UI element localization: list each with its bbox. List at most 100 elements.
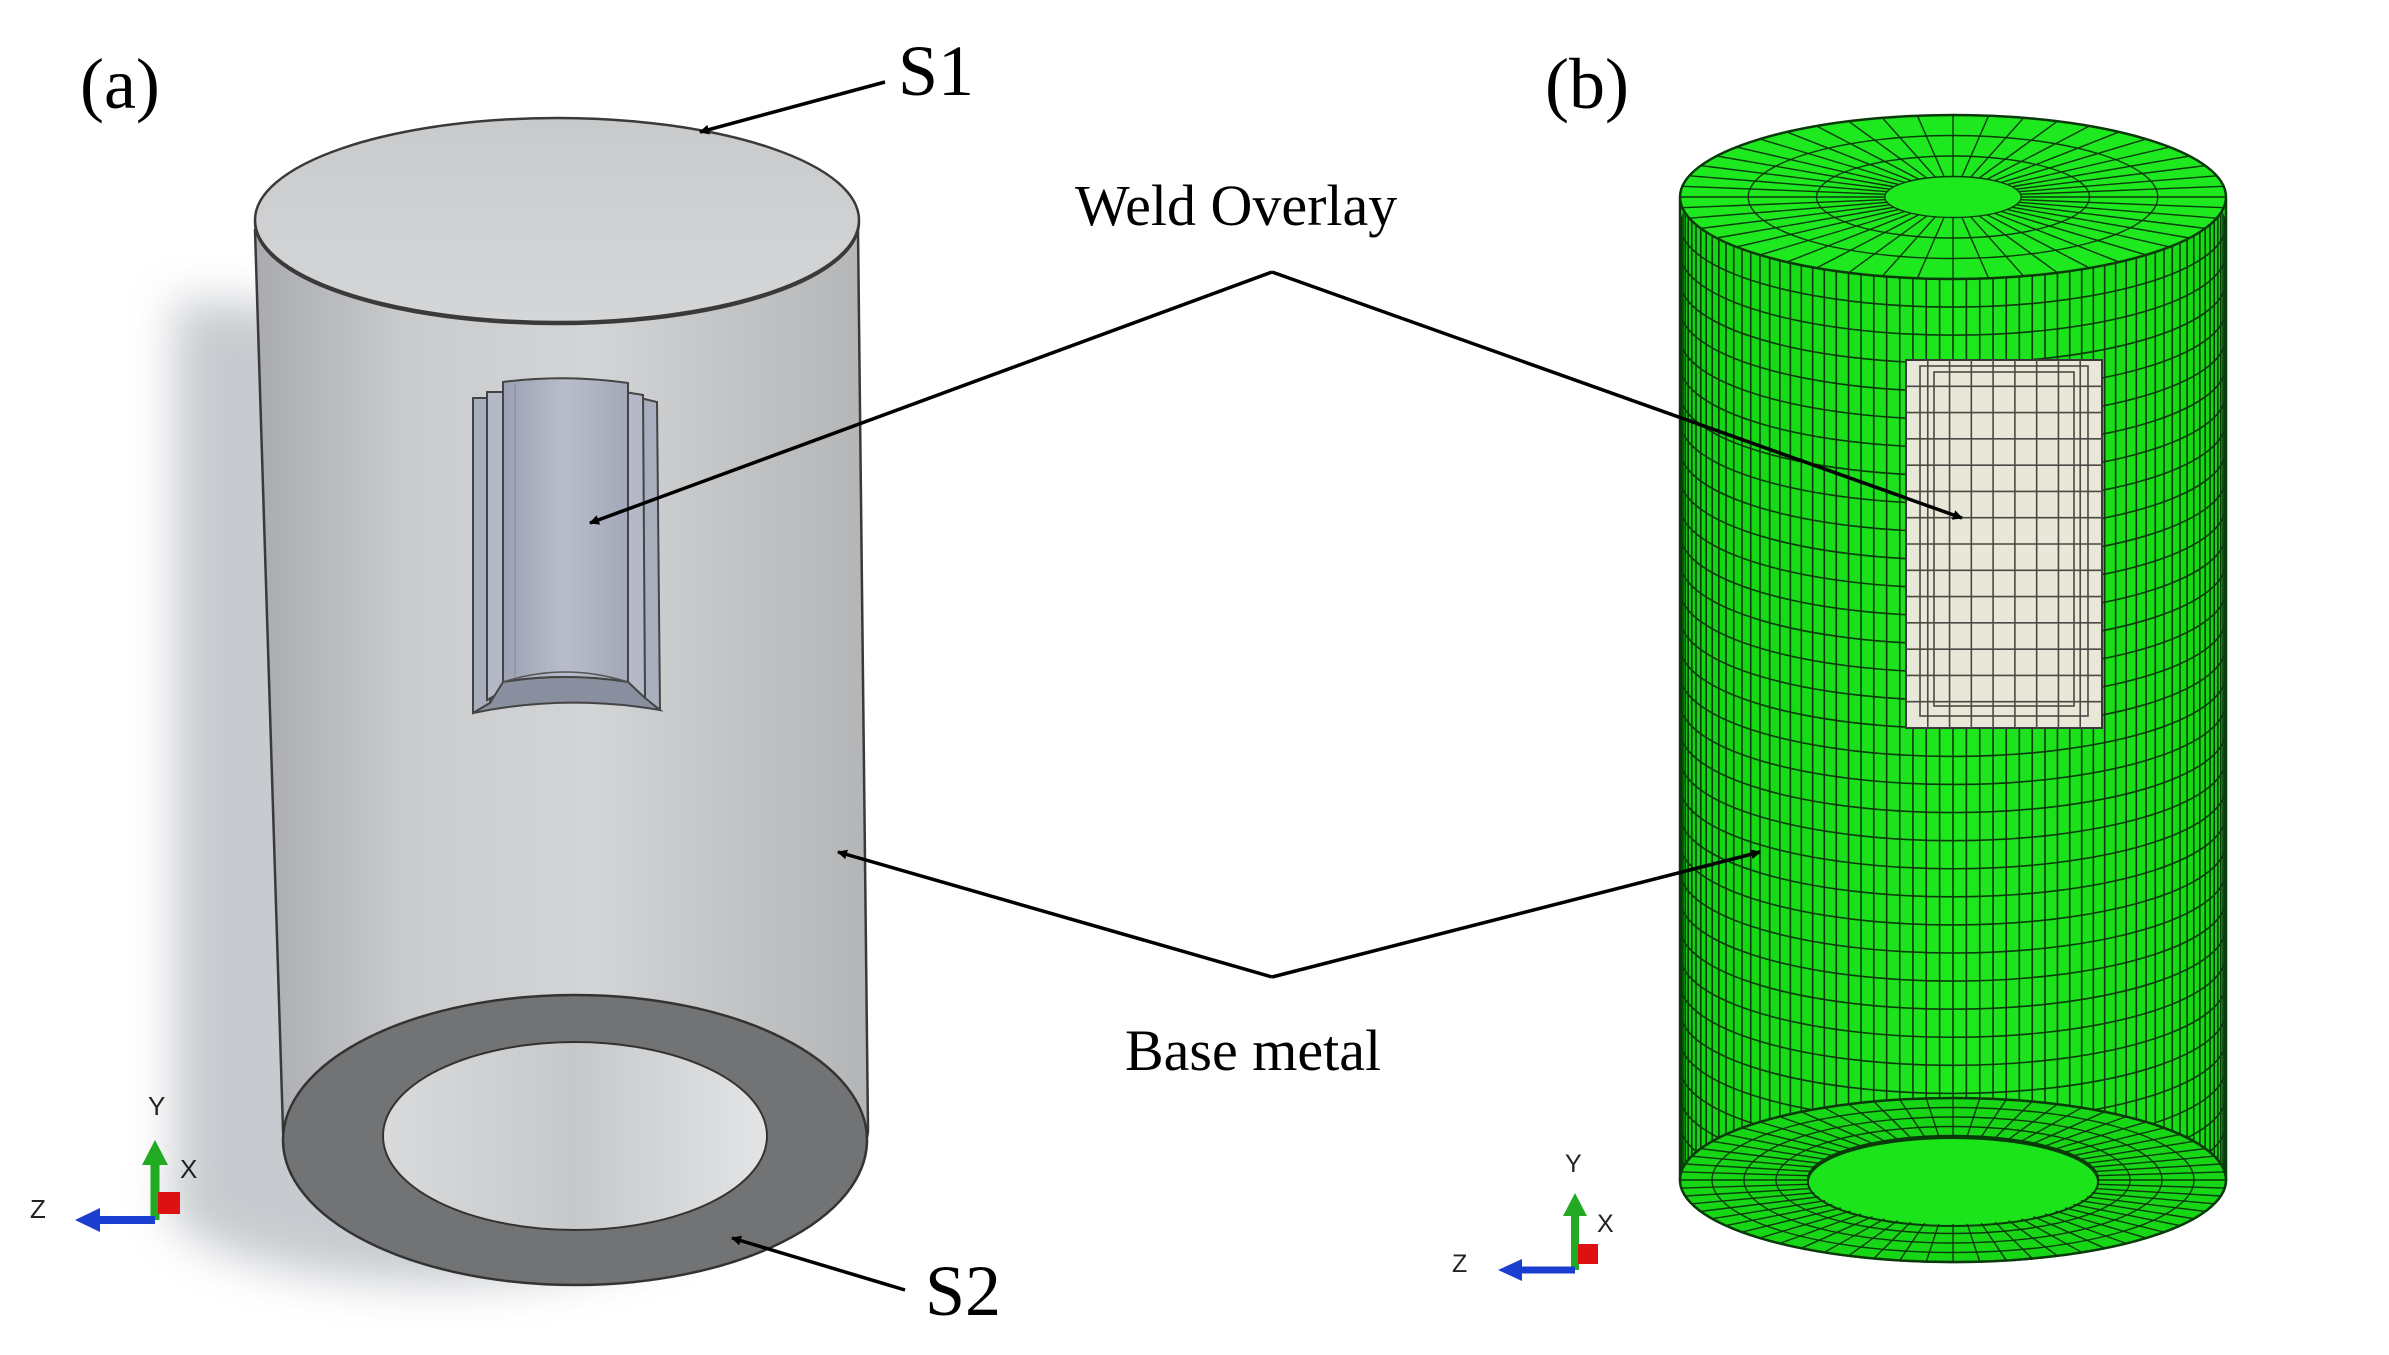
mesh-line [2091, 1192, 2215, 1205]
mesh-line [2018, 175, 2217, 193]
mesh-line [1994, 1101, 2033, 1139]
mesh-line [1881, 117, 1936, 178]
mesh-line [2095, 1163, 2221, 1173]
mesh-line [2011, 155, 2190, 188]
surface-label-s2: S2 [925, 1251, 1001, 1331]
mesh-line [1970, 117, 2025, 178]
coordinate-triad-a: Y X Z [30, 1091, 197, 1232]
mesh-line [1691, 1192, 1815, 1205]
mesh-line [1680, 927, 2226, 1011]
mesh-line [1680, 758, 2226, 842]
mesh-line [1680, 674, 2226, 758]
mesh-line [1873, 1221, 1912, 1259]
panel-b: Y X Z [1452, 113, 2228, 1281]
panel-b-label: (b) [1545, 44, 1629, 124]
mesh-line [1961, 217, 1990, 279]
mesh-line [1801, 1215, 1873, 1249]
mesh-line [1786, 212, 1912, 263]
mesh-line [1759, 1121, 1851, 1150]
mesh-line [1786, 131, 1912, 182]
mesh-line [2020, 198, 2224, 209]
mesh-line [1779, 1115, 1862, 1147]
mesh-line [1986, 125, 2090, 180]
coordinate-triad-b: Y X Z [1452, 1150, 1614, 1281]
mesh-line [2008, 1103, 2058, 1140]
mesh-line [1736, 208, 1900, 248]
mesh-line [1816, 214, 1920, 269]
mesh-line [1994, 1221, 2033, 1259]
mesh-line [1712, 1140, 1826, 1160]
mesh-line [2097, 1183, 2225, 1189]
mesh-line [1899, 1099, 1926, 1138]
mesh-line [1741, 1207, 1842, 1233]
mesh-line [2091, 1155, 2215, 1168]
mesh-line [1848, 120, 1928, 179]
mesh-line [1980, 1099, 2007, 1138]
mesh-line [1680, 1011, 2226, 1095]
mesh-line [1966, 1223, 1981, 1262]
mesh-line [2018, 201, 2217, 219]
arrow-weld-overlay-a [589, 270, 1273, 525]
annotation-arrows [589, 80, 1963, 1292]
axis-label-z: Z [30, 1194, 46, 1224]
mesh-line [1873, 1101, 1912, 1139]
mesh-line [1980, 1222, 2007, 1261]
mesh-cylinder-bottom-face [1678, 1096, 2228, 1264]
mesh-line [1680, 225, 2226, 308]
mesh-line [1680, 730, 2226, 814]
mesh-line [1716, 206, 1895, 239]
mesh-line [2001, 210, 2147, 256]
mesh-line [1700, 1196, 1820, 1213]
mesh-line [2044, 1115, 2127, 1147]
arrow-base-metal-b [1271, 849, 1761, 979]
arrow-weld-overlay-b [1271, 270, 1963, 520]
mesh-line [1680, 983, 2226, 1067]
mesh-line [2080, 1140, 2194, 1160]
mesh-line [1681, 1183, 1809, 1189]
mesh-line [1685, 1163, 1811, 1173]
mesh-line [1779, 1213, 1862, 1245]
mesh-line [1759, 210, 1905, 256]
mesh-line [2001, 138, 2147, 184]
mesh-line [1691, 1155, 1815, 1168]
mesh-line [1725, 1203, 1833, 1227]
surface-label-s1: S1 [898, 31, 974, 111]
mesh-line [1925, 1223, 1940, 1262]
mesh-line [1881, 216, 1936, 277]
weld-overlay-solid [472, 377, 664, 715]
mesh-line [1848, 1103, 1898, 1140]
mesh-line [1700, 1147, 1820, 1164]
mesh-line [2064, 1127, 2165, 1153]
axis-label-x: X [180, 1154, 197, 1184]
mesh-line [1899, 1222, 1926, 1261]
mesh-line [1816, 125, 1920, 180]
mesh-line [1716, 155, 1895, 188]
arrow-base-metal-a [837, 849, 1273, 979]
mesh-line [2033, 1215, 2105, 1249]
mesh-line [1823, 1107, 1885, 1142]
mesh-line [2011, 206, 2190, 239]
mesh-line [1685, 1187, 1811, 1197]
mesh-line [1682, 198, 1886, 209]
mesh-line [1680, 899, 2226, 982]
mesh-line [2033, 1111, 2105, 1145]
mesh-line [1916, 217, 1945, 279]
arrow-s1 [699, 80, 886, 135]
panel-a: Y X Z [30, 116, 870, 1287]
mesh-line [1848, 215, 1928, 274]
mesh-line [1801, 1111, 1873, 1145]
axis-label-x: X [1597, 1210, 1614, 1238]
mesh-line [1933, 371, 2075, 707]
mesh-line [2006, 208, 2170, 248]
mesh-line [1848, 1220, 1898, 1257]
mesh-line [1994, 131, 2120, 182]
mesh-line [2064, 1207, 2165, 1233]
mesh-line [1919, 365, 2089, 717]
mesh-line [1978, 120, 2058, 179]
mesh-line [2073, 1133, 2181, 1157]
mesh-line [2015, 204, 2206, 230]
weld-overlay-label: Weld Overlay [1075, 173, 1397, 238]
mesh-line [1700, 204, 1891, 230]
mesh-line [1680, 814, 2226, 898]
